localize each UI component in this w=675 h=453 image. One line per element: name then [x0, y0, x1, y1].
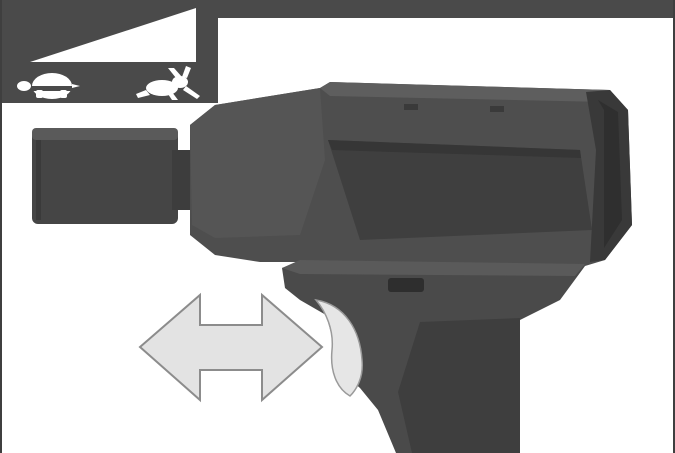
speed-legend-panel [0, 0, 218, 103]
rabbit-icon [136, 66, 200, 100]
double-headed-arrow-icon [140, 295, 322, 400]
speed-legend [0, 0, 218, 103]
turtle-icon [17, 73, 80, 99]
grip-handle [282, 260, 585, 453]
left-frame-line [0, 0, 2, 453]
motor-housing [190, 82, 632, 266]
anvil-socket [32, 128, 194, 224]
speed-ramp-icon [30, 8, 196, 62]
